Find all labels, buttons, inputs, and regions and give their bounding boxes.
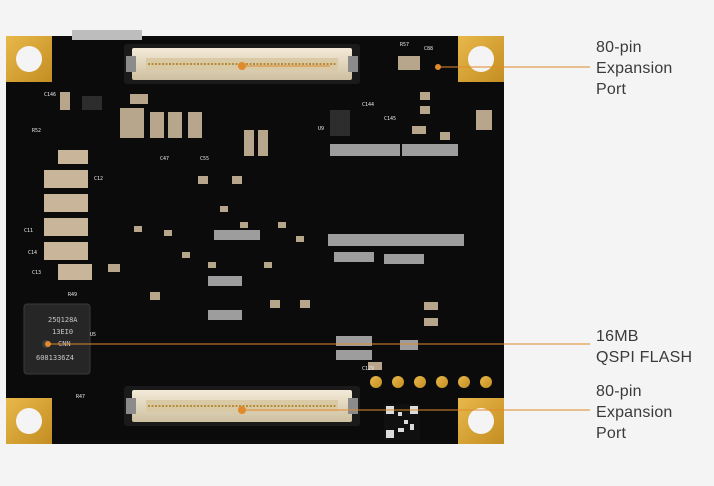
silk-c12: C12	[94, 176, 103, 182]
left-capacitor-column	[44, 150, 92, 280]
silk-c146: C146	[44, 92, 56, 98]
mounting-holes	[6, 36, 504, 444]
silk-c14: C14	[28, 250, 37, 256]
flash-marking-1: 25Q128A	[48, 316, 78, 324]
silk-u9: U9	[318, 126, 324, 132]
silk-r47: R47	[76, 394, 85, 400]
silkscreen-labels: U5 U9 R57 C88 C146 R52 C129 R47 C11 C14 …	[24, 42, 433, 400]
silk-c145: C145	[384, 116, 396, 122]
flash-marking-2: 13EI0	[52, 328, 73, 336]
test-pads	[370, 376, 492, 388]
passive-arrays	[208, 144, 464, 360]
silk-c13: C13	[32, 270, 41, 276]
silk-c144: C144	[362, 102, 374, 108]
silk-c129: C129	[362, 366, 374, 372]
silk-r52: R52	[32, 128, 41, 134]
flash-marking-4: 6081336Z4	[36, 354, 74, 362]
silk-c47: C47	[160, 156, 169, 162]
silk-c11: C11	[24, 228, 33, 234]
regulator-ics	[82, 96, 350, 136]
silk-c55: C55	[200, 156, 209, 162]
qr-code-graphic	[384, 404, 420, 440]
silk-c88: C88	[424, 46, 433, 52]
top-expansion-connector	[72, 30, 360, 84]
silk-r49: R49	[68, 292, 77, 298]
callout-qspi-flash: 16MB QSPI FLASH	[596, 328, 693, 366]
silk-r57: R57	[400, 42, 409, 48]
callout-bottom-expansion-port: 80-pin Expansion Port	[596, 383, 673, 442]
qspi-flash-chip: 25Q128A 13EI0 CNN 6081336Z4	[23, 303, 91, 375]
silk-u5: U5	[90, 332, 96, 338]
smd-components	[60, 56, 492, 370]
callout-top-expansion-port: 80-pin Expansion Port	[596, 39, 673, 98]
callout-lines	[45, 62, 590, 414]
